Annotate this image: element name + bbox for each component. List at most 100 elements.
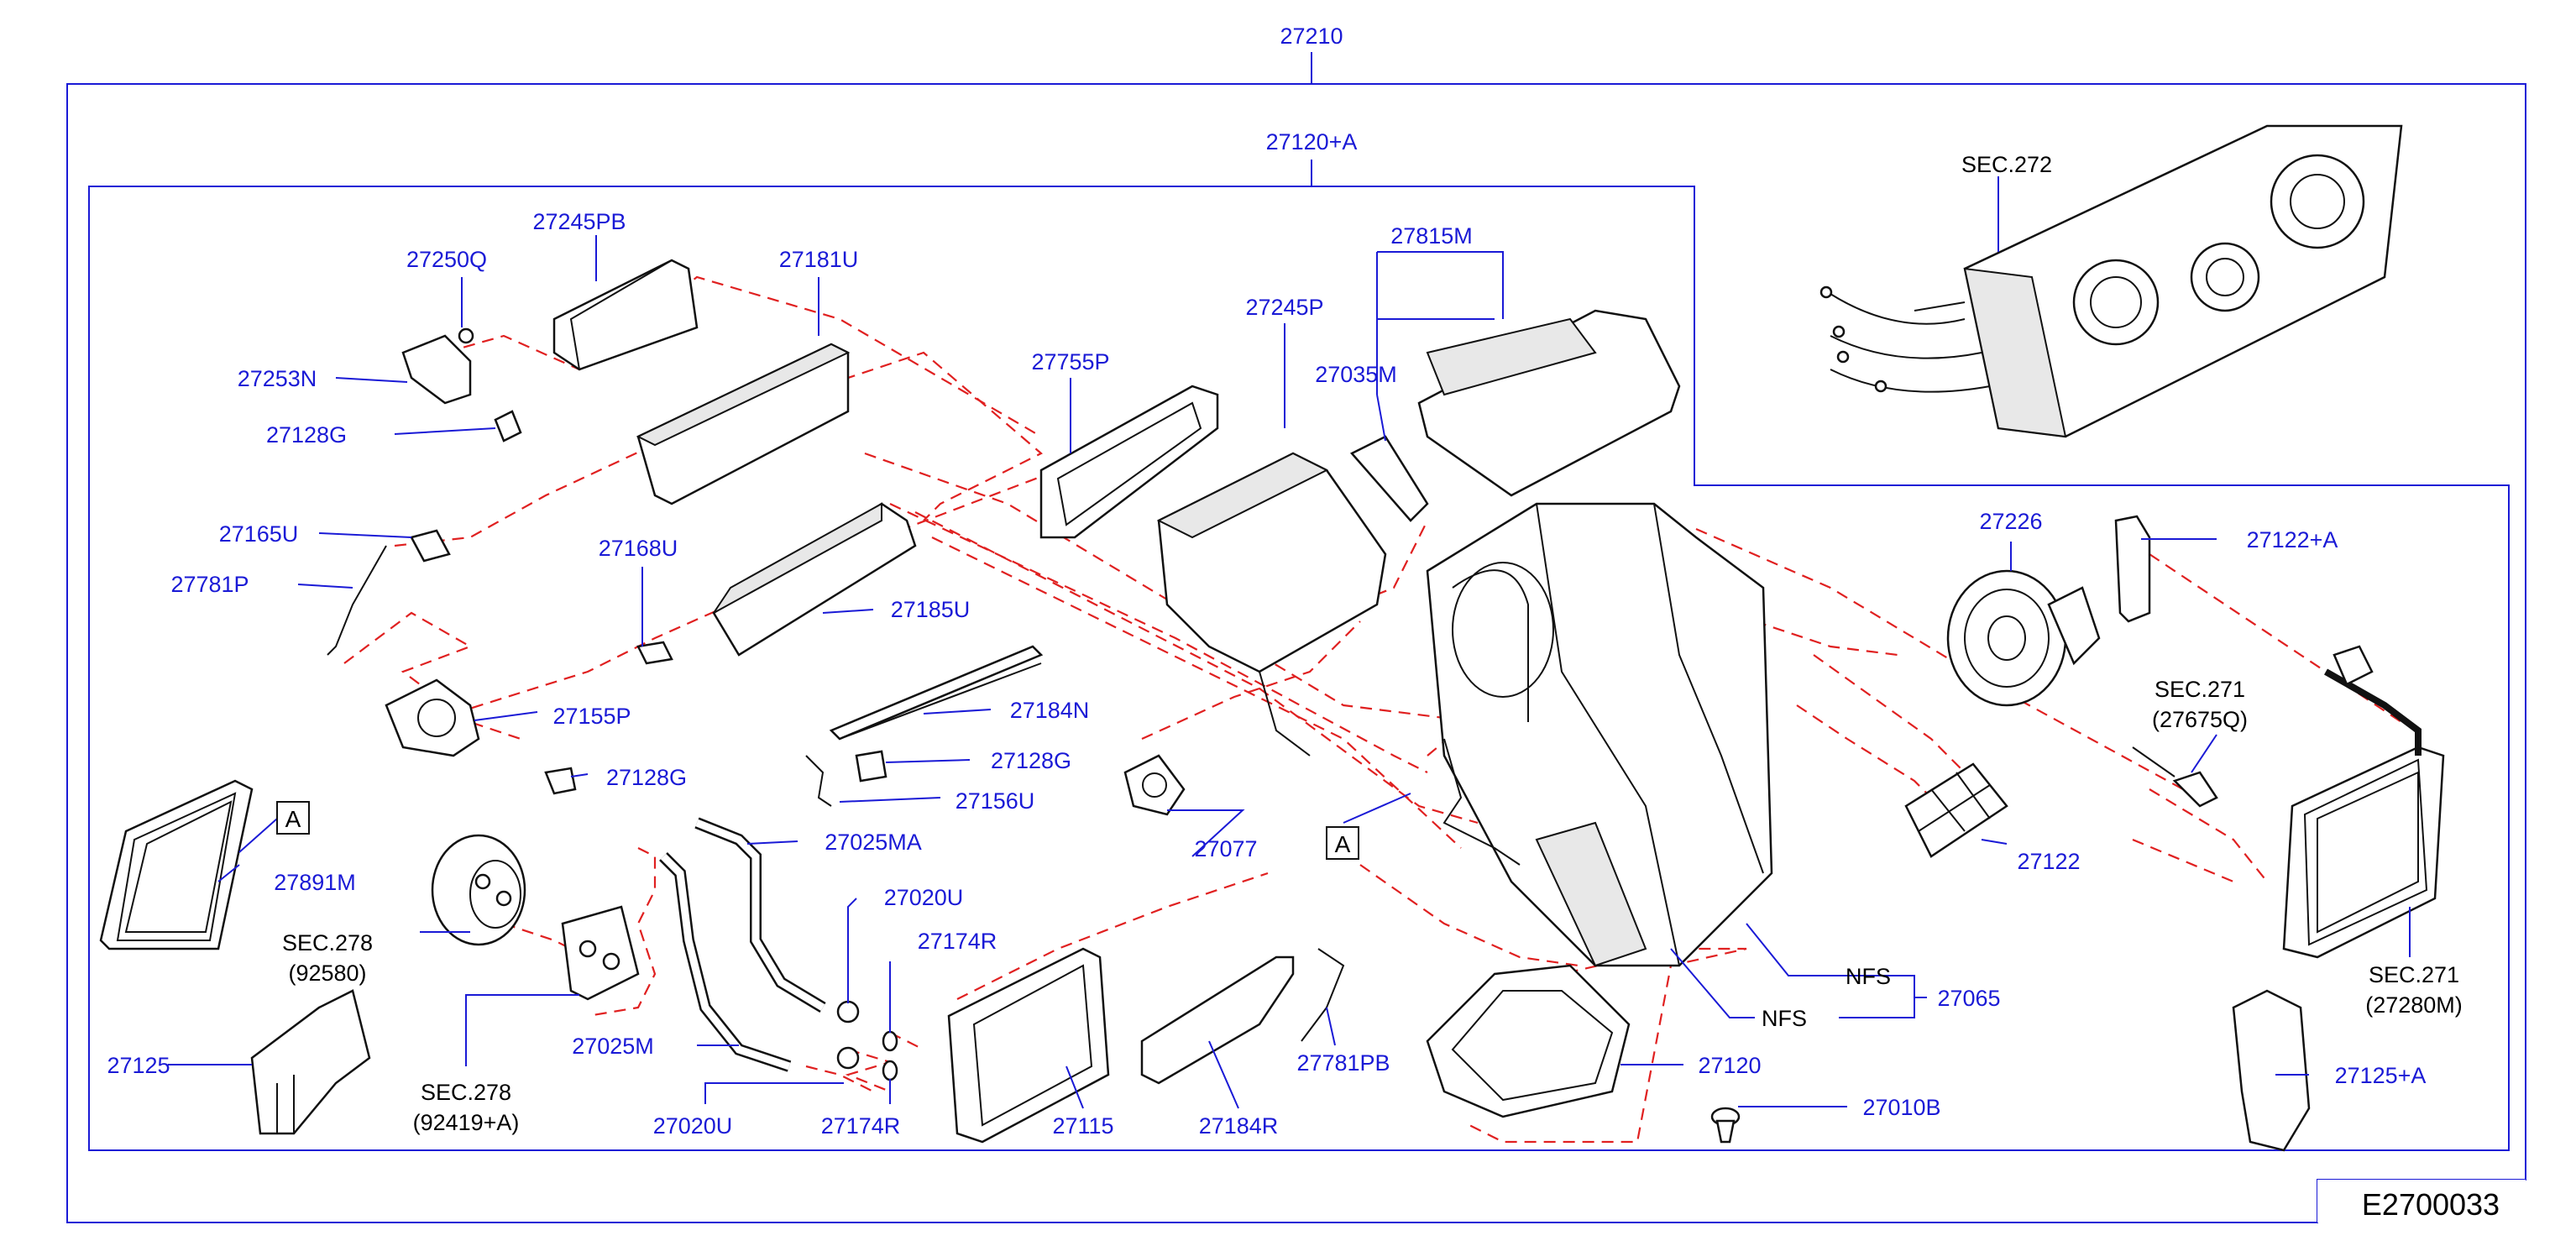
label-27122: 27122 bbox=[2017, 849, 2080, 874]
leader-lines bbox=[168, 176, 2411, 1109]
callout-a-label-left: A bbox=[285, 806, 301, 832]
fan-sec278-drawing bbox=[431, 834, 526, 946]
seal-27755P-drawing bbox=[1039, 385, 1219, 539]
label-27815M: 27815M bbox=[1390, 223, 1473, 249]
diagram-id: E2700033 bbox=[2362, 1187, 2500, 1222]
label-27226: 27226 bbox=[1979, 509, 2042, 534]
actuator-27155P-drawing bbox=[385, 678, 480, 757]
duct-27125-drawing bbox=[250, 989, 371, 1135]
label-27155P: 27155P bbox=[552, 704, 631, 729]
label-27781P: 27781P bbox=[170, 572, 249, 597]
label-27156U: 27156U bbox=[956, 788, 1035, 814]
filter-27122-drawing bbox=[1904, 762, 2008, 858]
bracket-A-drawing bbox=[1442, 738, 1521, 866]
label-27184R: 27184R bbox=[1199, 1113, 1279, 1139]
label-27125A: 27125+A bbox=[2335, 1063, 2427, 1088]
label-27010B: 27010B bbox=[1862, 1095, 1940, 1120]
filter-27245PB-drawing bbox=[552, 259, 699, 371]
filter-27891M-drawing bbox=[99, 779, 254, 950]
label-27025M: 27025M bbox=[572, 1034, 654, 1059]
label-sec271b-sub: (27280M) bbox=[2365, 992, 2463, 1018]
label-27120: 27120 bbox=[1698, 1053, 1761, 1078]
label-27250Q: 27250Q bbox=[406, 247, 487, 272]
label-27165U: 27165U bbox=[219, 521, 299, 547]
strip-27184N-drawing bbox=[829, 645, 1044, 741]
label-27125: 27125 bbox=[107, 1053, 170, 1078]
oring-27174R-b-drawing bbox=[882, 1060, 898, 1081]
label-27184N: 27184N bbox=[1010, 698, 1090, 723]
label-27128G-b: 27128G bbox=[606, 765, 687, 790]
valve-sec271a-drawing bbox=[2132, 746, 2218, 808]
label-27025MA: 27025MA bbox=[825, 830, 922, 855]
label-27185U: 27185U bbox=[891, 597, 971, 622]
heater-core-27115-drawing bbox=[947, 947, 1110, 1144]
bracket-27156U-drawing bbox=[805, 755, 832, 807]
hose-27025MA-drawing bbox=[694, 817, 826, 1013]
label-27122A: 27122+A bbox=[2247, 527, 2338, 552]
label-27020U-a: 27020U bbox=[884, 885, 964, 910]
link-27781PB-drawing bbox=[1301, 948, 1345, 1042]
fitting-27077-drawing bbox=[1123, 754, 1186, 816]
clip-27128G-c-drawing bbox=[855, 750, 887, 783]
label-sec272: SEC.272 bbox=[1961, 152, 2052, 177]
label-27245P: 27245P bbox=[1245, 295, 1323, 320]
label-sec278a-sub: (92580) bbox=[288, 961, 366, 986]
oring-27174R-a-drawing bbox=[882, 1030, 898, 1052]
label-27245PB: 27245PB bbox=[532, 209, 626, 234]
part-drawings bbox=[99, 124, 2445, 1152]
label-27755P: 27755P bbox=[1031, 349, 1109, 374]
clip-27128G-a-drawing bbox=[494, 410, 522, 442]
blower-27226-drawing bbox=[1946, 569, 2101, 707]
diagram-id-box bbox=[2317, 1180, 2526, 1222]
label-27174R-b: 27174R bbox=[821, 1113, 901, 1139]
label-27128G-a: 27128G bbox=[266, 422, 347, 448]
label-sec271a-sub: (27675Q) bbox=[2152, 707, 2248, 732]
tray-27120-drawing bbox=[1426, 964, 1631, 1118]
label-sec278b-sub: (92419+A) bbox=[413, 1110, 520, 1135]
label-sec271b: SEC.271 bbox=[2369, 962, 2459, 987]
label-nfs-a: NFS bbox=[1846, 964, 1891, 989]
label-27035M: 27035M bbox=[1315, 362, 1397, 387]
clip-27165U-drawing bbox=[410, 529, 451, 563]
label-27020U-b: 27020U bbox=[653, 1113, 733, 1139]
label-27781PB: 27781PB bbox=[1296, 1050, 1390, 1076]
label-27120A: 27120+A bbox=[1266, 129, 1358, 154]
control-panel-drawing bbox=[1819, 124, 2403, 438]
callout-a-boxes: A A bbox=[276, 801, 1359, 860]
drain-27010B-drawing bbox=[1710, 1107, 1741, 1144]
duct-27815M-drawing bbox=[1417, 309, 1681, 497]
seal-27035M-drawing bbox=[1349, 435, 1429, 522]
label-27253N: 27253N bbox=[238, 366, 317, 391]
bracket-27253N-drawing bbox=[401, 334, 472, 405]
label-sec278a: SEC.278 bbox=[282, 930, 373, 955]
clip-27128G-b-drawing bbox=[544, 767, 577, 795]
clip-27168U-drawing bbox=[636, 641, 673, 665]
callout-a-label-center: A bbox=[1335, 831, 1351, 857]
callout-a-box-center bbox=[1326, 826, 1359, 860]
label-nfs-b: NFS bbox=[1762, 1006, 1807, 1031]
clamp-27020U-b-drawing bbox=[836, 1046, 860, 1070]
label-27174R-a: 27174R bbox=[918, 929, 997, 954]
bracket-27122A-drawing bbox=[2114, 515, 2151, 623]
evaporator-sec271b-drawing bbox=[2282, 645, 2445, 959]
label-27065: 27065 bbox=[1937, 986, 2000, 1011]
label-27077: 27077 bbox=[1194, 836, 1257, 861]
label-sec278b: SEC.278 bbox=[421, 1080, 511, 1105]
clamp-27020U-a-drawing bbox=[836, 1000, 860, 1024]
label-sec271a: SEC.271 bbox=[2155, 677, 2245, 702]
main-unit-27065-drawing bbox=[1426, 502, 1773, 967]
label-27128G-c: 27128G bbox=[991, 748, 1071, 773]
plate-sec278b-drawing bbox=[561, 905, 640, 1001]
label-27181U: 27181U bbox=[779, 247, 859, 272]
label-27168U: 27168U bbox=[599, 536, 678, 561]
callout-a-box-left bbox=[276, 801, 310, 835]
label-27891M: 27891M bbox=[274, 870, 356, 895]
housing-27245P-drawing bbox=[1156, 452, 1387, 756]
labels: 27210 27120+A SEC.272 27245PB 27181U 272… bbox=[107, 24, 2500, 1222]
duct-27125A-drawing bbox=[2232, 989, 2311, 1152]
panel-27184R-drawing bbox=[1140, 955, 1295, 1085]
label-27210: 27210 bbox=[1280, 24, 1343, 49]
label-27115: 27115 bbox=[1052, 1113, 1113, 1139]
frames bbox=[66, 52, 2526, 1223]
